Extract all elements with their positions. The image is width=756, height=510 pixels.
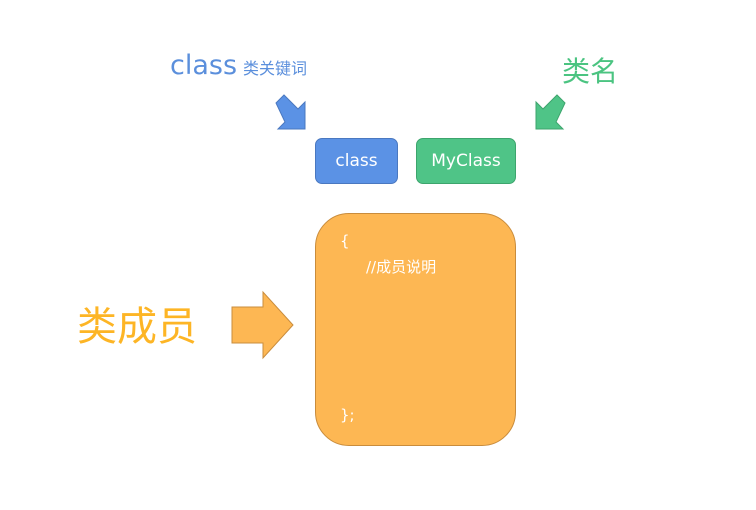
class-name-arrow-icon — [535, 94, 566, 130]
class-name-box: MyClass — [416, 138, 516, 184]
class-members-arrow-icon — [231, 290, 294, 360]
open-brace: { — [340, 232, 350, 250]
keyword-arrow-icon — [275, 94, 306, 130]
class-body-box: { //成员说明 }; — [315, 213, 516, 446]
class-name-caption: 类名 — [562, 55, 619, 88]
keyword-caption: class 类关键词 — [170, 50, 307, 81]
keyword-caption-main: class — [170, 50, 238, 81]
keyword-box: class — [315, 138, 398, 184]
keyword-caption-sub: 类关键词 — [243, 59, 308, 78]
class-members-caption: 类成员 — [77, 304, 197, 350]
close-brace: }; — [340, 406, 355, 424]
member-comment: //成员说明 — [366, 258, 437, 276]
